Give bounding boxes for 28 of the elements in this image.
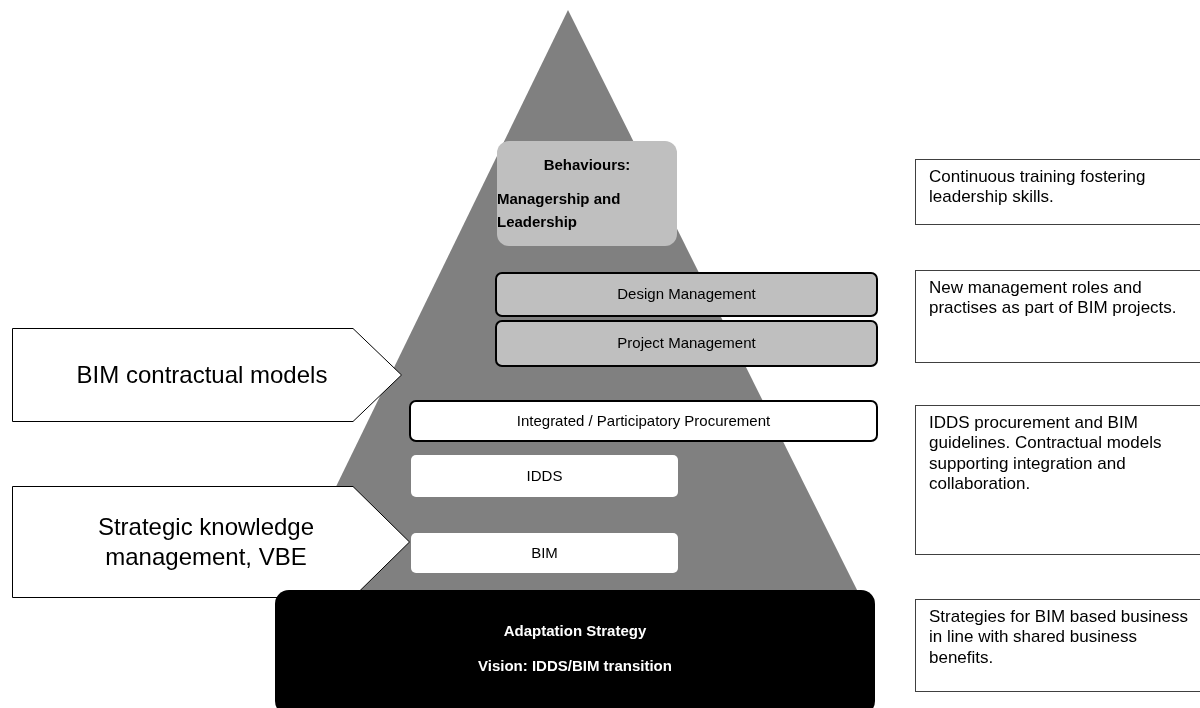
pyramid-tier (409, 400, 878, 442)
pyramid-tier (495, 272, 878, 317)
note-text: New management roles and practises as part of BIM projects. (929, 278, 1178, 319)
note-box (915, 159, 1200, 225)
tier-label: Project Management (617, 333, 756, 354)
pyramid-tier (411, 533, 678, 573)
tier-label: Adaptation Strategy (503, 621, 647, 641)
tier-label: IDDS (526, 465, 563, 486)
pyramid-tier (411, 455, 678, 497)
note-box (915, 405, 1200, 555)
pyramid-tier (497, 141, 677, 246)
tier-label: Design Management (617, 284, 756, 305)
note-box (915, 270, 1200, 363)
arrow-callout (12, 328, 402, 422)
note-text: Continuous training fostering leadership skills. (929, 167, 1147, 208)
note-text: Strategies for BIM based business in line with shared business benefits. (929, 607, 1189, 669)
pyramid-tier (495, 320, 878, 367)
tier-label: Integrated / Participatory Procurement (516, 410, 771, 431)
tier-label: Managership and Leadership (497, 189, 622, 232)
callout-text: Strategic knowledge management, VBE (96, 512, 316, 572)
callout-text: BIM contractual models (75, 360, 329, 390)
tier-label: Vision: IDDS/BIM transition (478, 655, 672, 676)
note-text: IDDS procurement and BIM guidelines. Contractual models supporting integration and collaboration. (929, 413, 1163, 495)
note-box (915, 599, 1200, 692)
tier-label: Behaviours: (543, 154, 631, 175)
arrow-callout (12, 486, 410, 598)
tier-label: BIM (531, 542, 558, 563)
pyramid-base-tier (275, 590, 875, 708)
